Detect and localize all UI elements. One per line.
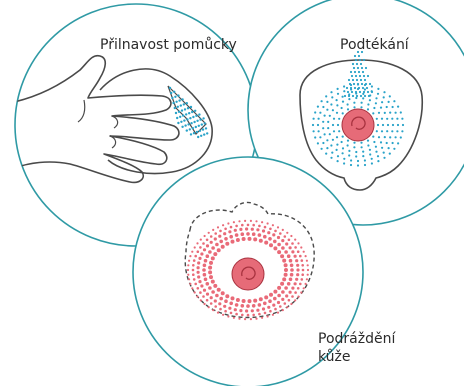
label-irritation-line1: Podráždění — [318, 330, 395, 348]
stoma-icon — [232, 258, 264, 290]
label-leakage: Podtékání — [340, 36, 409, 54]
label-skin-irritation: Podráždění kůže — [318, 330, 395, 366]
stoma-icon — [342, 109, 374, 141]
label-irritation-line2: kůže — [318, 348, 395, 366]
label-adhesion: Přilnavost pomůcky — [100, 36, 237, 54]
